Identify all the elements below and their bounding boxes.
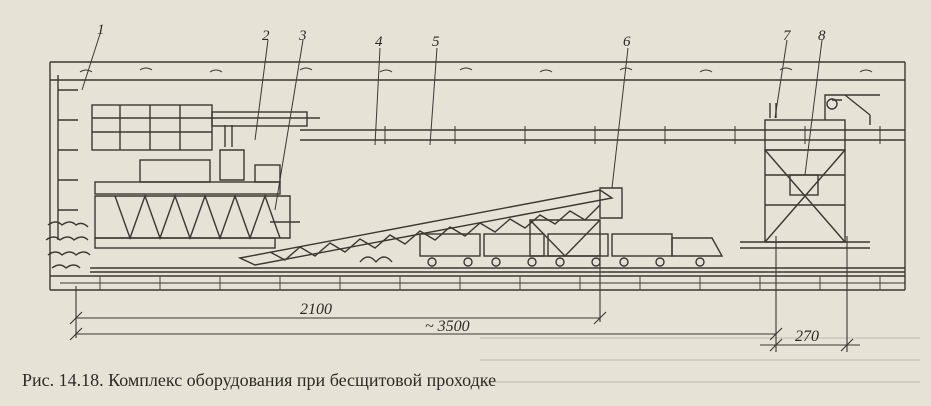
callout-2: 2: [262, 28, 270, 44]
tunnel-face: [45, 62, 91, 290]
dimension-2100: 2100: [300, 301, 332, 318]
gantry-crane: [740, 94, 880, 249]
drilling-platform: [91, 104, 320, 249]
mine-cars: [359, 219, 724, 267]
dimension-lines: [69, 236, 860, 352]
dimension-3500: ~ 3500: [425, 318, 470, 335]
callout-5: 5: [432, 34, 440, 50]
utility-pipe: [300, 126, 905, 144]
inclined-conveyor: [237, 187, 623, 266]
rail-track: [90, 267, 905, 273]
callout-4: 4: [375, 34, 383, 50]
callout-7: 7: [783, 28, 792, 44]
callout-1: 1: [97, 22, 105, 38]
callout-8: 8: [818, 28, 826, 44]
figure-caption: Рис. 14.18. Комплекс оборудования при бе…: [22, 370, 497, 390]
callout-6: 6: [623, 34, 631, 50]
callout-3: 3: [298, 28, 307, 44]
dimension-270: 270: [795, 328, 819, 345]
callout-leaders: [81, 33, 823, 211]
